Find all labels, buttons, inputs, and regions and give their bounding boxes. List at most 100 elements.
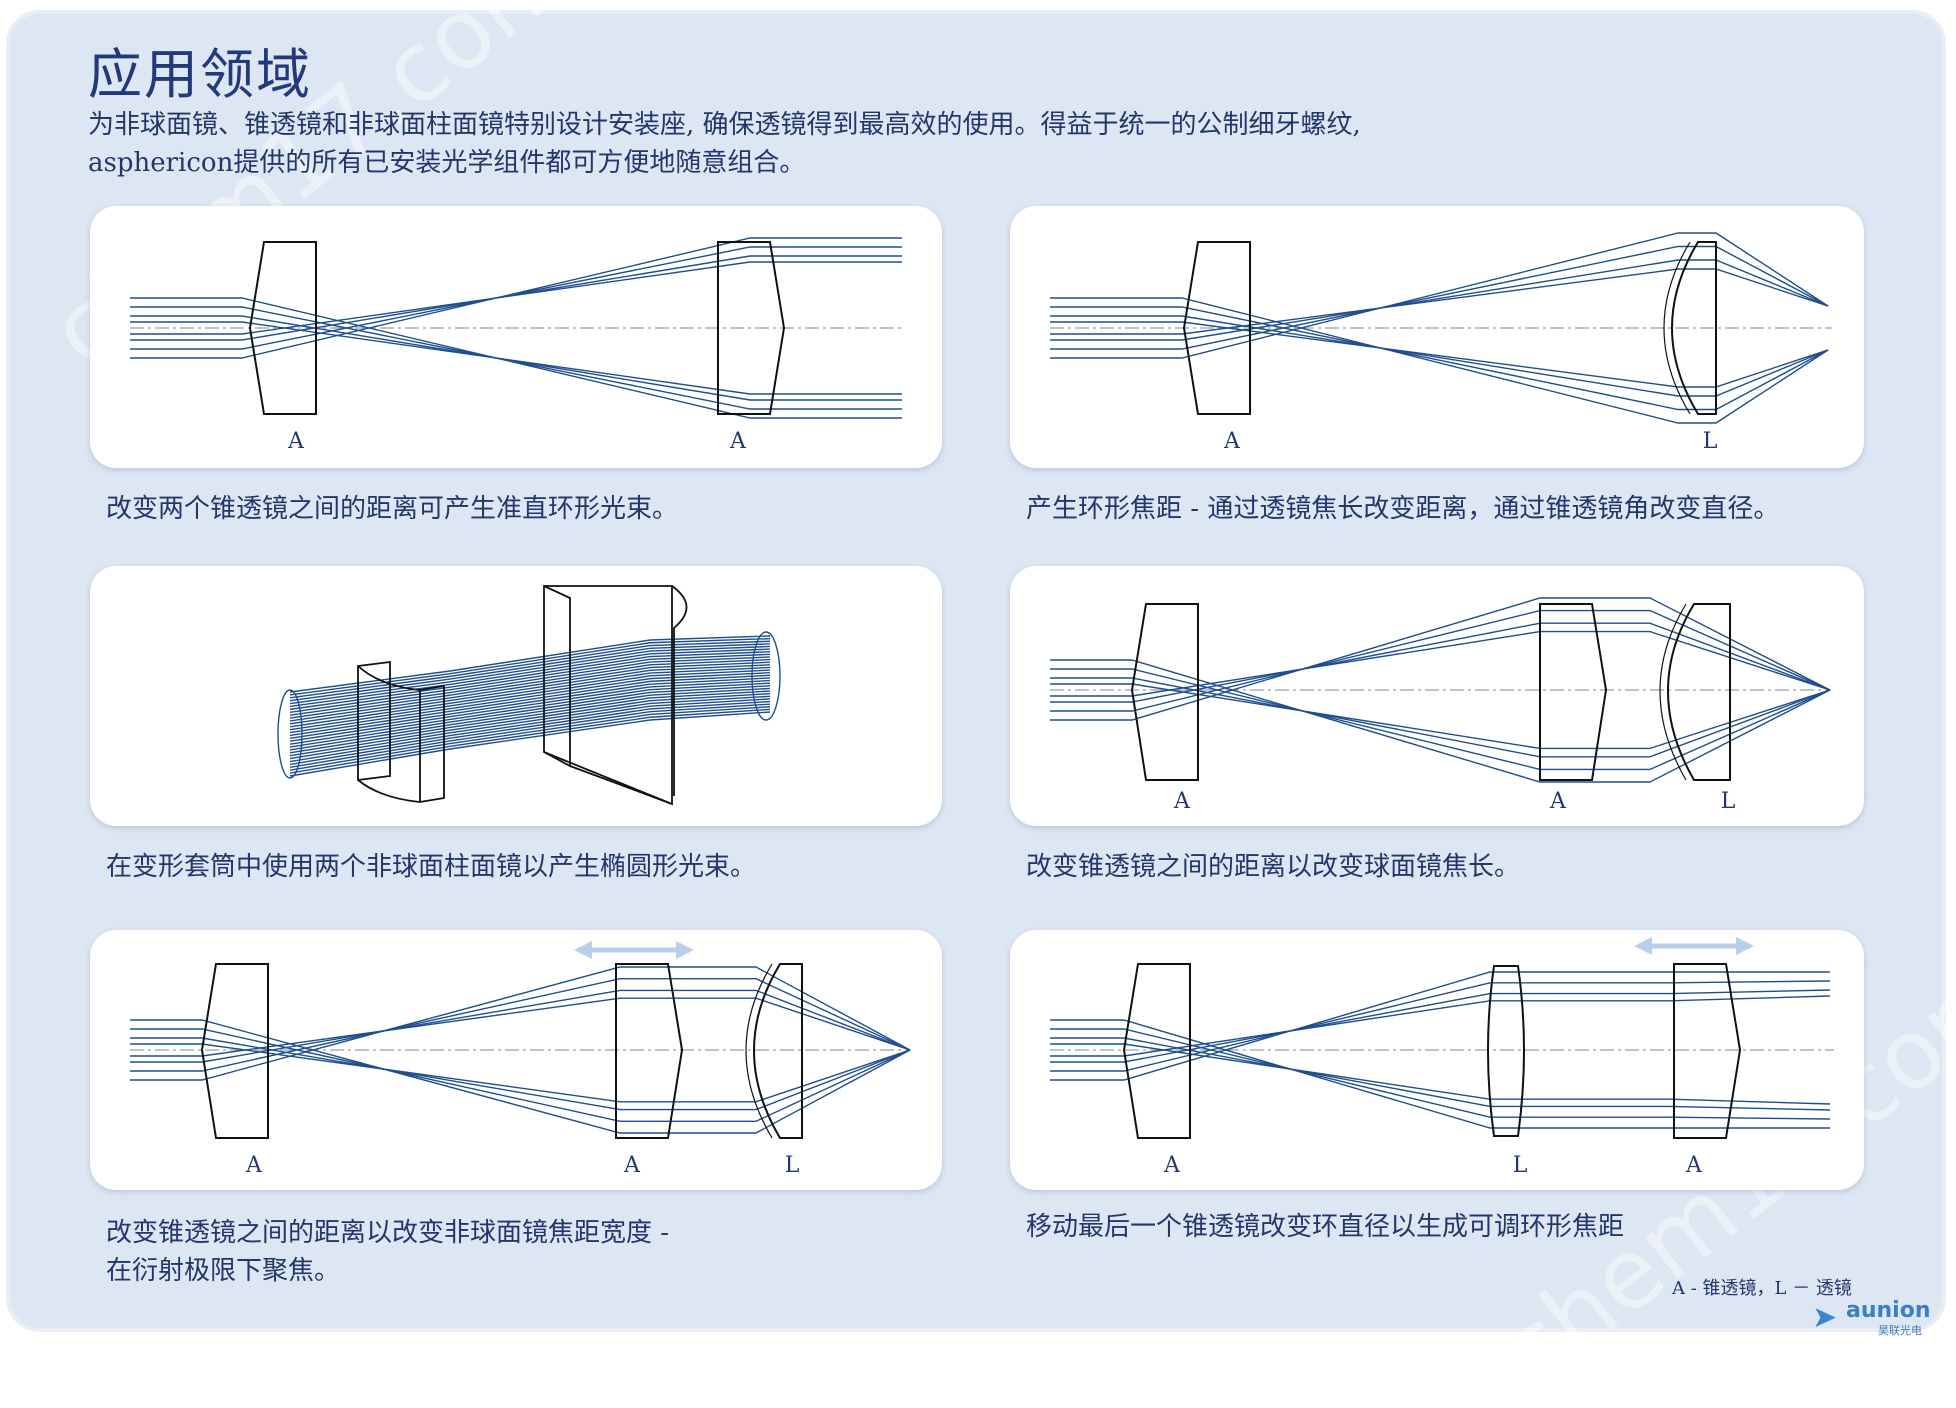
axicon-lens: [1130, 603, 1199, 781]
light-ray: [289, 658, 771, 719]
light-ray: [1050, 980, 1831, 1072]
lens-curve: [1663, 241, 1691, 415]
caption-line: 产生环形焦距 - 通过透镜焦长改变距离，通过锥透镜角改变直径。: [1026, 494, 1780, 524]
light-ray: [1050, 683, 1831, 750]
light-ray: [289, 711, 771, 777]
caption-line: 改变锥透镜之间的距离以改变非球面镜焦距宽度 -: [106, 1218, 670, 1248]
light-ray: [289, 669, 771, 731]
light-ray: [1050, 321, 1829, 388]
lens-curve: [1659, 603, 1687, 781]
caption-line: 改变两个锥透镜之间的距离可产生准直环形光束。: [106, 494, 679, 524]
lens-label: A: [1549, 789, 1567, 814]
light-ray: [289, 645, 771, 705]
light-ray: [1050, 989, 1831, 1063]
send-icon: ➤: [1812, 1300, 1838, 1335]
light-ray: [289, 671, 771, 734]
lens-label: A: [1173, 789, 1191, 814]
light-ray: [289, 666, 771, 728]
caption-1: 改变两个锥透镜之间的距离可产生准直环形光束。: [106, 490, 678, 528]
light-ray: [289, 703, 771, 769]
axicon-lens: [200, 963, 269, 1139]
light-ray: [1050, 245, 1829, 350]
light-ray: [289, 635, 771, 693]
lens-curve: [745, 963, 773, 1139]
light-ray: [289, 695, 771, 760]
brand-logo: ➤ aunion 昊联光电: [1812, 1298, 1946, 1338]
lens-label: A: [623, 1153, 641, 1178]
axicon-lens: [615, 963, 684, 1139]
light-ray: [1050, 1019, 1830, 1129]
light-ray: [1050, 630, 1831, 697]
caption-5: 改变锥透镜之间的距离以改变非球面镜焦距宽度 - 在衍射极限下聚焦。: [106, 1214, 669, 1290]
light-ray: [289, 700, 771, 766]
light-ray: [1050, 971, 1830, 1081]
focusing-lens: [753, 963, 803, 1139]
light-ray: [1050, 597, 1831, 721]
caption-line: 在变形套筒中使用两个非球面柱面镜以产生椭圆形光束。: [106, 852, 757, 882]
light-ray: [289, 682, 771, 745]
intro-line: asphericon提供的所有已安装光学组件都可方便地随意组合。: [88, 148, 806, 178]
light-ray: [289, 677, 771, 740]
lens-label: L: [1721, 789, 1736, 814]
light-ray: [289, 692, 771, 757]
light-ray: [1050, 232, 1829, 359]
brand-name: aunion: [1846, 1298, 1931, 1323]
light-ray: [289, 690, 771, 754]
focusing-lens: [1487, 965, 1525, 1137]
light-ray: [1050, 1028, 1831, 1120]
light-ray: [289, 661, 771, 722]
light-ray: [289, 653, 771, 713]
cylinder-lens-large-curve: [671, 585, 688, 796]
axicon-lens: [1673, 963, 1742, 1139]
light-ray: [130, 1019, 911, 1134]
light-ray: [130, 978, 911, 1072]
light-ray: [289, 708, 771, 774]
light-ray: [130, 321, 902, 395]
axicon-lens: [1539, 603, 1608, 781]
focusing-lens: [1667, 603, 1731, 781]
light-ray: [289, 679, 771, 742]
lens-label: L: [1513, 1153, 1528, 1178]
light-ray: [1050, 1043, 1831, 1105]
axicon-lens: [1182, 241, 1251, 415]
light-ray: [1050, 297, 1829, 424]
light-ray: [1050, 315, 1829, 397]
light-ray: [130, 966, 911, 1081]
cylinder-lens-large-side: [543, 585, 571, 768]
light-ray: [130, 237, 902, 359]
caption-line: 在衍射极限下聚焦。: [106, 1256, 341, 1286]
light-ray: [1050, 995, 1831, 1057]
lens-label: A: [245, 1153, 263, 1178]
cylinder-lens-front: [357, 660, 391, 782]
lens-label: A: [1163, 1153, 1181, 1178]
axicon-lens: [248, 241, 317, 415]
intro-text: 为非球面镜、锥透镜和非球面柱面镜特别设计安装座, 确保透镜得到最高效的使用。得益…: [88, 106, 1788, 182]
light-ray: [130, 1043, 911, 1103]
light-ray: [1050, 1037, 1831, 1111]
light-ray: [289, 687, 771, 751]
double-arrow-head: [1634, 937, 1652, 955]
caption-6: 移动最后一个锥透镜改变环直径以生成可调环形焦距: [1026, 1208, 1624, 1246]
focusing-lens: [1671, 241, 1717, 415]
legend: A - 锥透镜，L － 透镜: [1672, 1278, 1852, 1299]
lens-label: A: [1223, 429, 1241, 454]
double-arrow-head: [676, 941, 694, 959]
double-arrow-head: [574, 941, 592, 959]
light-ray: [289, 640, 771, 699]
beam-exit: [751, 631, 781, 721]
light-ray: [289, 656, 771, 716]
light-ray: [289, 664, 771, 725]
brand-subtitle: 昊联光电: [1878, 1324, 1922, 1337]
light-ray: [289, 651, 771, 711]
lens-label: A: [729, 429, 747, 454]
light-ray: [130, 315, 902, 401]
